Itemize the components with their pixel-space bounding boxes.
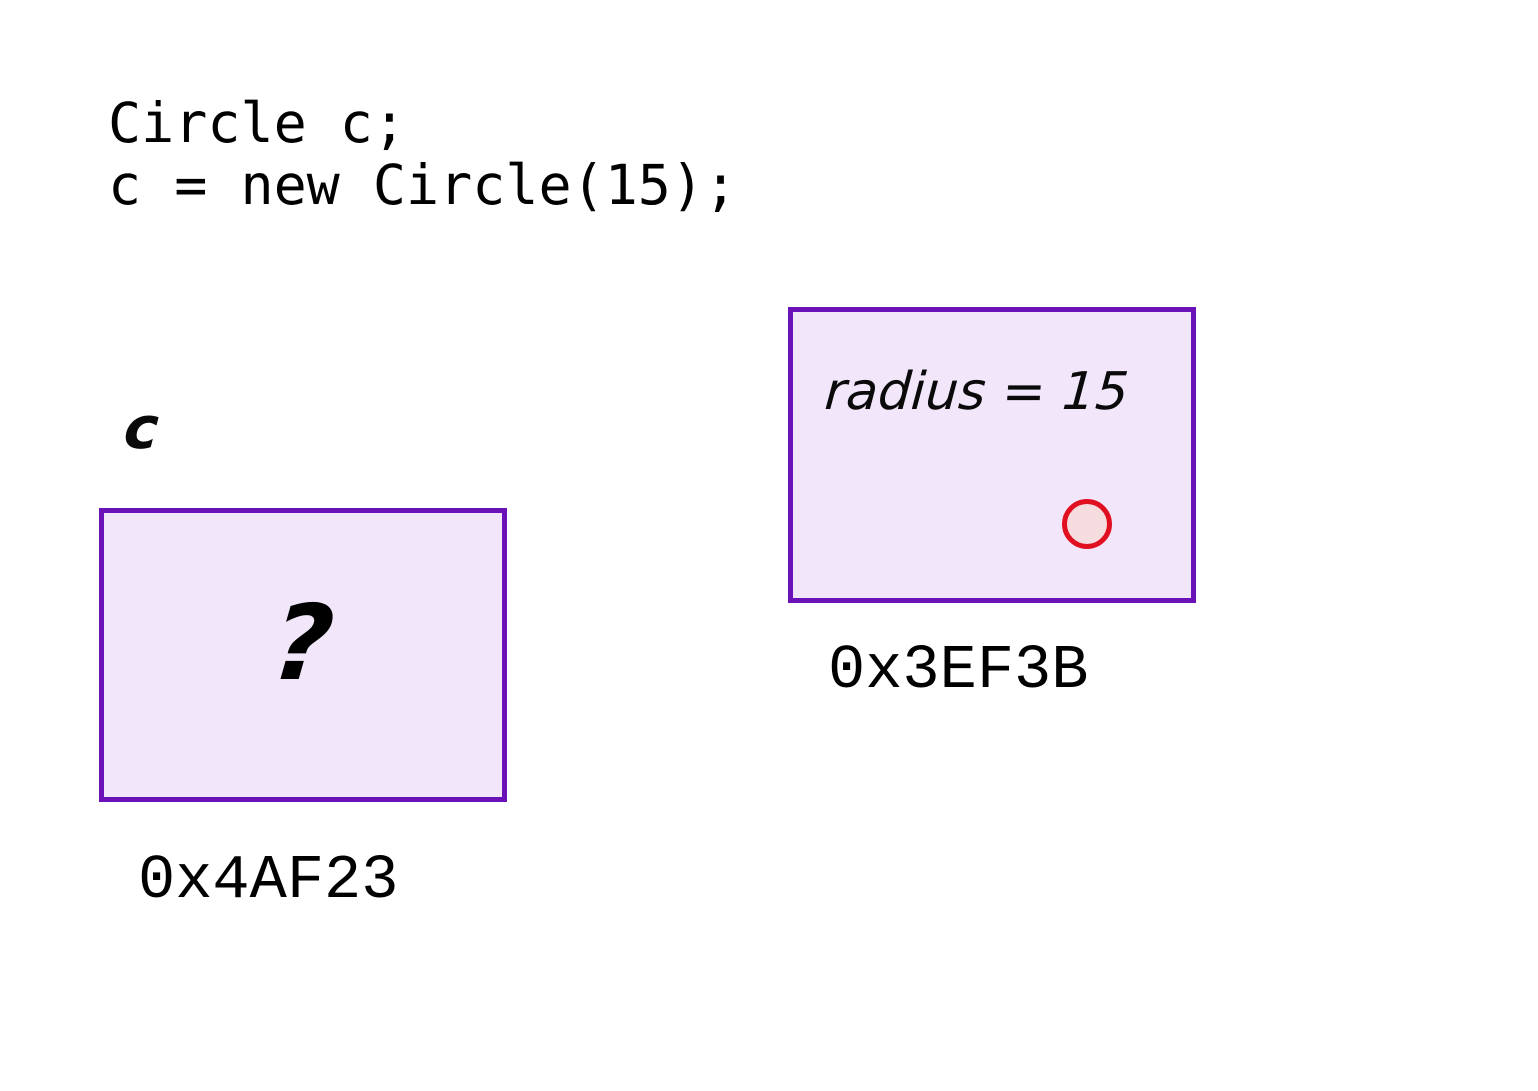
code-line-declaration: Circle c; xyxy=(108,91,407,155)
stack-variable-label: c xyxy=(121,394,161,462)
circle-icon xyxy=(1061,498,1113,550)
stack-address-label: 0x4AF23 xyxy=(138,845,399,916)
code-snippet: Circle c; c = new Circle(15); xyxy=(108,92,1008,216)
stack-memory-box[interactable]: ? xyxy=(99,508,507,802)
heap-address-label: 0x3EF3B xyxy=(828,635,1089,706)
heap-object-box[interactable]: radius = 15 xyxy=(788,307,1196,603)
stack-cell-value: ? xyxy=(267,582,339,704)
heap-field-radius: radius = 15 xyxy=(822,362,1131,422)
code-line-assignment: c = new Circle(15); xyxy=(108,153,738,217)
